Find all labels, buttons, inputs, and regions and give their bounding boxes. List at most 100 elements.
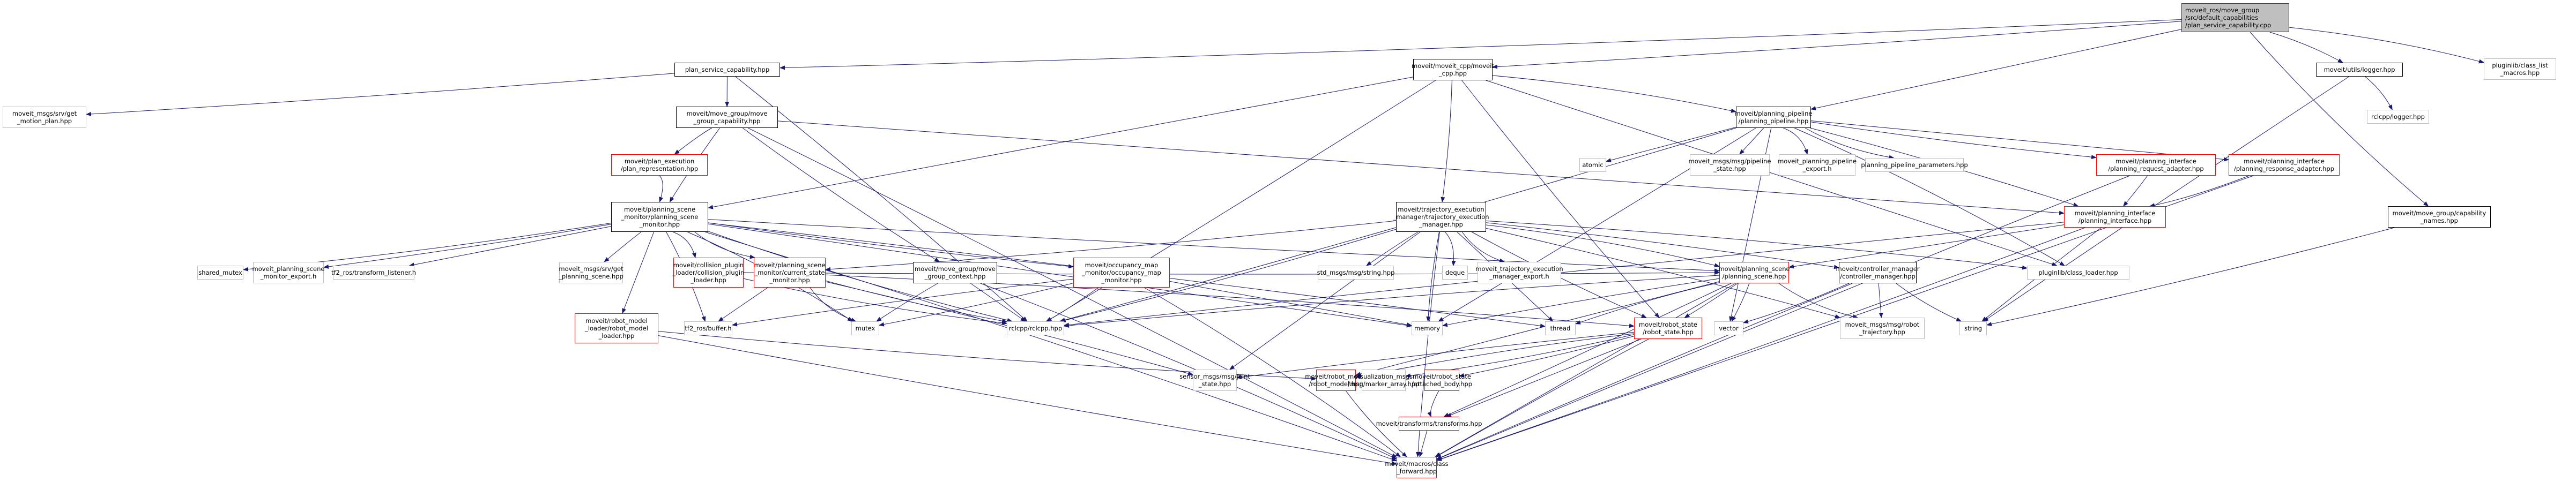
node-get-planning-scene[interactable]: moveit_msgs/srv/get _planning_scene.hpp [559, 262, 623, 283]
node-vector[interactable]: vector [1714, 321, 1743, 335]
edge-mcpp-to-tem [1441, 80, 1452, 202]
node-current-state-monitor[interactable]: moveit/planning_scene _monitor/current_s… [754, 258, 826, 288]
edge-mgcap-to-pi [777, 120, 2065, 215]
edge-ps-to-rs [1684, 283, 1738, 318]
node-tf2-buffer[interactable]: tf2_ros/buffer.h [684, 321, 732, 335]
edge-occ-to-rclcpp [1045, 287, 1099, 322]
node-logger[interactable]: moveit/utils/logger.hpp [2316, 63, 2403, 77]
node-class-loader[interactable]: pluginlib/class_loader.hpp [2027, 266, 2129, 280]
node-transforms[interactable]: moveit/transforms/transforms.hpp [1376, 417, 1482, 431]
node-controller-manager[interactable]: moveit/controller_manager /controller_ma… [1836, 262, 1920, 283]
edge-pp-to-classldr [1794, 127, 2065, 266]
node-mutex[interactable]: mutex [851, 321, 879, 335]
edge-root-to-mcpp [1492, 21, 2182, 69]
node-pipeline-export[interactable]: moveit_planning_pipeline _export.h [1778, 154, 1857, 176]
node-pipeline-parameters[interactable]: planning_pipeline_parameters.hpp [1861, 158, 1968, 172]
node-std-msgs-string[interactable]: std_msgs/msg/string.hpp [1317, 266, 1394, 280]
node-capability-names[interactable]: moveit/move_group/capability _names.hpp [2388, 206, 2491, 228]
edge-tem-to-classldr [1486, 220, 2028, 270]
edge-psm-to-ps [708, 219, 1720, 273]
edge-psm-to-colplug [672, 231, 696, 258]
edge-cm-to-cf [1436, 283, 1853, 460]
edge-occ-to-memory [1169, 281, 1412, 327]
edge-mgcap-to-mgctx [743, 127, 940, 262]
edge-rs-to-cf [1435, 338, 1649, 457]
node-move-group-capability[interactable]: moveit/move_group/move _group_capability… [676, 107, 778, 128]
node-planning-scene[interactable]: moveit/planning_scene /planning_scene.hp… [1718, 262, 1790, 283]
node-robot-model[interactable]: moveit/robot_model /robot_model.hpp [1305, 370, 1367, 391]
node-planning-pipeline[interactable]: moveit/planning_pipeline /planning_pipel… [1735, 107, 1813, 128]
edge-psm-to-memory [708, 223, 1412, 328]
node-rclcpp[interactable]: rclcpp/rclcpp.hpp [1007, 321, 1064, 335]
node-thread[interactable]: thread [1545, 321, 1576, 335]
edge-psc-to-getmp [86, 73, 675, 117]
edge-occ-to-cf [1144, 287, 1401, 457]
node-robot-model-loader[interactable]: moveit/robot_model _loader/robot_model _… [575, 313, 658, 343]
edge-psm-to-getps [604, 231, 642, 262]
node-attached-body[interactable]: moveit/robot_state /attached_body.hpp [1412, 370, 1472, 391]
edge-capn-to-string [1986, 227, 2395, 326]
node-class-list-macros[interactable]: pluginlib/class_list _macros.hpp [2484, 58, 2556, 80]
edge-presp-to-pi [2149, 175, 2250, 208]
node-robot-trajectory[interactable]: moveit_msgs/msg/robot _trajectory.hpp [1840, 318, 1925, 339]
node-moveit-cpp[interactable]: moveit/moveit_cpp/moveit _cpp.hpp [1412, 59, 1494, 80]
edge-rml-to-cf [658, 335, 1397, 465]
edge-tem-to-rclcpp [1060, 229, 1397, 322]
node-get-motion-plan[interactable]: moveit_msgs/srv/get _motion_plan.hpp [3, 107, 86, 128]
node-root-plan-service-capability-cpp[interactable]: moveit_ros/move_group /src/default_capab… [2181, 3, 2289, 32]
node-transform-listener[interactable]: tf2_ros/transform_listener.h [331, 266, 416, 280]
node-trajectory-execution-manager[interactable]: moveit/trajectory_execution _manager/tra… [1393, 202, 1489, 232]
edge-root-to-pp [1810, 29, 2182, 110]
node-shared-mutex[interactable]: shared_mutex [197, 266, 243, 280]
edge-pp-to-presp [1810, 120, 2229, 162]
node-memory[interactable]: memory [1412, 321, 1443, 335]
edge-pp-to-preq [1810, 122, 2097, 160]
node-planning-scene-monitor[interactable]: moveit/planning_scene _monitor/planning_… [611, 202, 708, 232]
node-joint-state[interactable]: sensor_msgs/msg/joint _state.hpp [1179, 370, 1250, 391]
edge-tem-to-memory [1426, 231, 1439, 322]
edge-ps-to-vector [1731, 283, 1750, 322]
node-class-forward[interactable]: moveit/macros/class _forward.hpp [1385, 457, 1449, 478]
edge-mcpp-to-rclcpp [1046, 80, 1436, 322]
edge-pp-to-atomic [1606, 127, 1736, 162]
edge-psm-to-csm [694, 231, 755, 259]
node-planning-response-adapter[interactable]: moveit/planning_interface /planning_resp… [2229, 154, 2340, 176]
node-robot-state[interactable]: moveit/robot_state /robot_state.hpp [1634, 318, 1702, 339]
node-atomic[interactable]: atomic [1579, 158, 1606, 172]
edge-psm-to-tflist [409, 226, 612, 267]
edge-mcpp-to-pp [1492, 75, 1736, 113]
node-plan-service-capability-hpp[interactable]: plan_service_capability.hpp [674, 63, 780, 77]
edge-psm-to-occ [708, 222, 1074, 269]
node-plan-representation[interactable]: moveit/plan_execution /plan_representati… [611, 154, 708, 176]
edge-mgctx-to-cf [980, 283, 1397, 460]
node-occupancy-map-monitor[interactable]: moveit/occupancy_map _monitor/occupancy_… [1073, 258, 1170, 288]
node-planning-request-adapter[interactable]: moveit/planning_interface /planning_requ… [2096, 154, 2216, 176]
node-pipeline-state[interactable]: moveit_msgs/msg/pipeline _state.hpp [1689, 154, 1771, 176]
edge-occ-to-tfbuf [732, 278, 1074, 327]
edge-rs-to-js [1236, 332, 1635, 380]
node-planning-interface[interactable]: moveit/planning_interface /planning_inte… [2064, 206, 2166, 228]
edge-cm-to-string [1896, 283, 1962, 322]
edge-pi-to-cf [1436, 227, 2085, 461]
edge-preq-to-pi [2123, 175, 2148, 207]
node-psm-export[interactable]: moveit_planning_scene _monitor_export.h [253, 262, 325, 283]
edge-root-to-psc [780, 19, 2182, 70]
node-tem-export[interactable]: moveit_trajectory_execution _manager_exp… [1475, 262, 1563, 283]
node-deque[interactable]: deque [1442, 266, 1468, 280]
edge-pp-to-ppparams [1805, 127, 1895, 160]
edge-mcpp-to-rs [1461, 80, 1660, 318]
node-string[interactable]: string [1959, 321, 1987, 335]
edge-ps-to-memory [1442, 278, 1720, 327]
edge-psm-to-psmexp [323, 224, 612, 269]
edge-tf-to-cf [1419, 430, 1428, 457]
node-rclcpp-logger[interactable]: rclcpp/logger.hpp [2367, 110, 2429, 124]
node-move-group-context[interactable]: moveit/move_group/move _group_context.hp… [913, 262, 997, 283]
edge-csm-to-tfbuf [718, 287, 768, 322]
node-marker-array[interactable]: visualization_msgs /msg/marker_array.hpp [1348, 370, 1420, 391]
edge-csm-to-mutex [810, 287, 857, 322]
edge-logger-to-rcllog [2365, 76, 2393, 110]
edge-root-to-logger [2269, 32, 2343, 63]
node-collision-plugin-loader[interactable]: moveit/collision_plugin _loader/collisio… [673, 258, 744, 288]
